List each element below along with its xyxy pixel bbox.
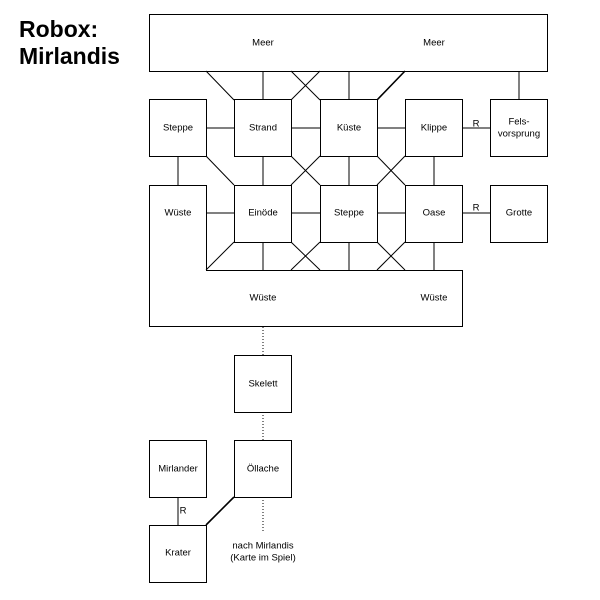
room-mirlander[interactable] (149, 440, 207, 498)
label-einoede: Einöde (248, 208, 278, 219)
room-oase[interactable] (405, 185, 463, 243)
room-wueste-l-shape[interactable] (149, 185, 463, 327)
exit-note-line-1: nach Mirlandis (232, 541, 293, 552)
conn-meer-klippe-diag (376, 70, 406, 101)
title-line-2: Mirlandis (19, 43, 120, 69)
label-meer-right: Meer (423, 38, 445, 49)
label-wueste-bottom-left: Wüste (250, 293, 277, 304)
label-oellache: Öllache (247, 464, 279, 475)
connections (177, 70, 520, 526)
label-mirlander: Mirlander (158, 464, 198, 475)
title-line-1: Robox: (19, 16, 99, 42)
conn-meer-cross-b (290, 70, 321, 101)
label-r-oase-grotte: R (473, 203, 480, 214)
exit-note-line-2: (Karte im Spiel) (230, 553, 295, 564)
room-grotte[interactable] (490, 185, 548, 243)
label-wueste-left: Wüste (165, 208, 192, 219)
room-krater[interactable] (149, 525, 207, 583)
label-grotte: Grotte (506, 208, 532, 219)
label-klippe: Klippe (421, 123, 447, 134)
label-krater: Krater (165, 548, 191, 559)
room-klippe[interactable] (405, 99, 463, 157)
room-meer[interactable] (149, 14, 548, 72)
room-felsvorsprung[interactable] (490, 99, 548, 157)
label-meer-left: Meer (252, 38, 274, 49)
conn-meer-strand-diag (205, 70, 235, 101)
room-skelett[interactable] (234, 355, 292, 413)
label-wueste-bottom-right: Wüste (421, 293, 448, 304)
label-felsvorsprung-2: vorsprung (498, 129, 540, 140)
label-steppe-mid: Steppe (334, 208, 364, 219)
label-kueste: Küste (337, 123, 361, 134)
label-r-klippe-fels: R (473, 119, 480, 130)
label-r-mirlander-krater: R (180, 506, 187, 517)
label-oase: Oase (423, 208, 446, 219)
room-oellache[interactable] (234, 440, 292, 498)
label-felsvorsprung-1: Fels- (508, 117, 529, 128)
map-title: Robox: Mirlandis (19, 16, 120, 70)
label-skelett: Skelett (248, 379, 277, 390)
label-strand: Strand (249, 123, 277, 134)
label-steppe-top: Steppe (163, 123, 193, 134)
